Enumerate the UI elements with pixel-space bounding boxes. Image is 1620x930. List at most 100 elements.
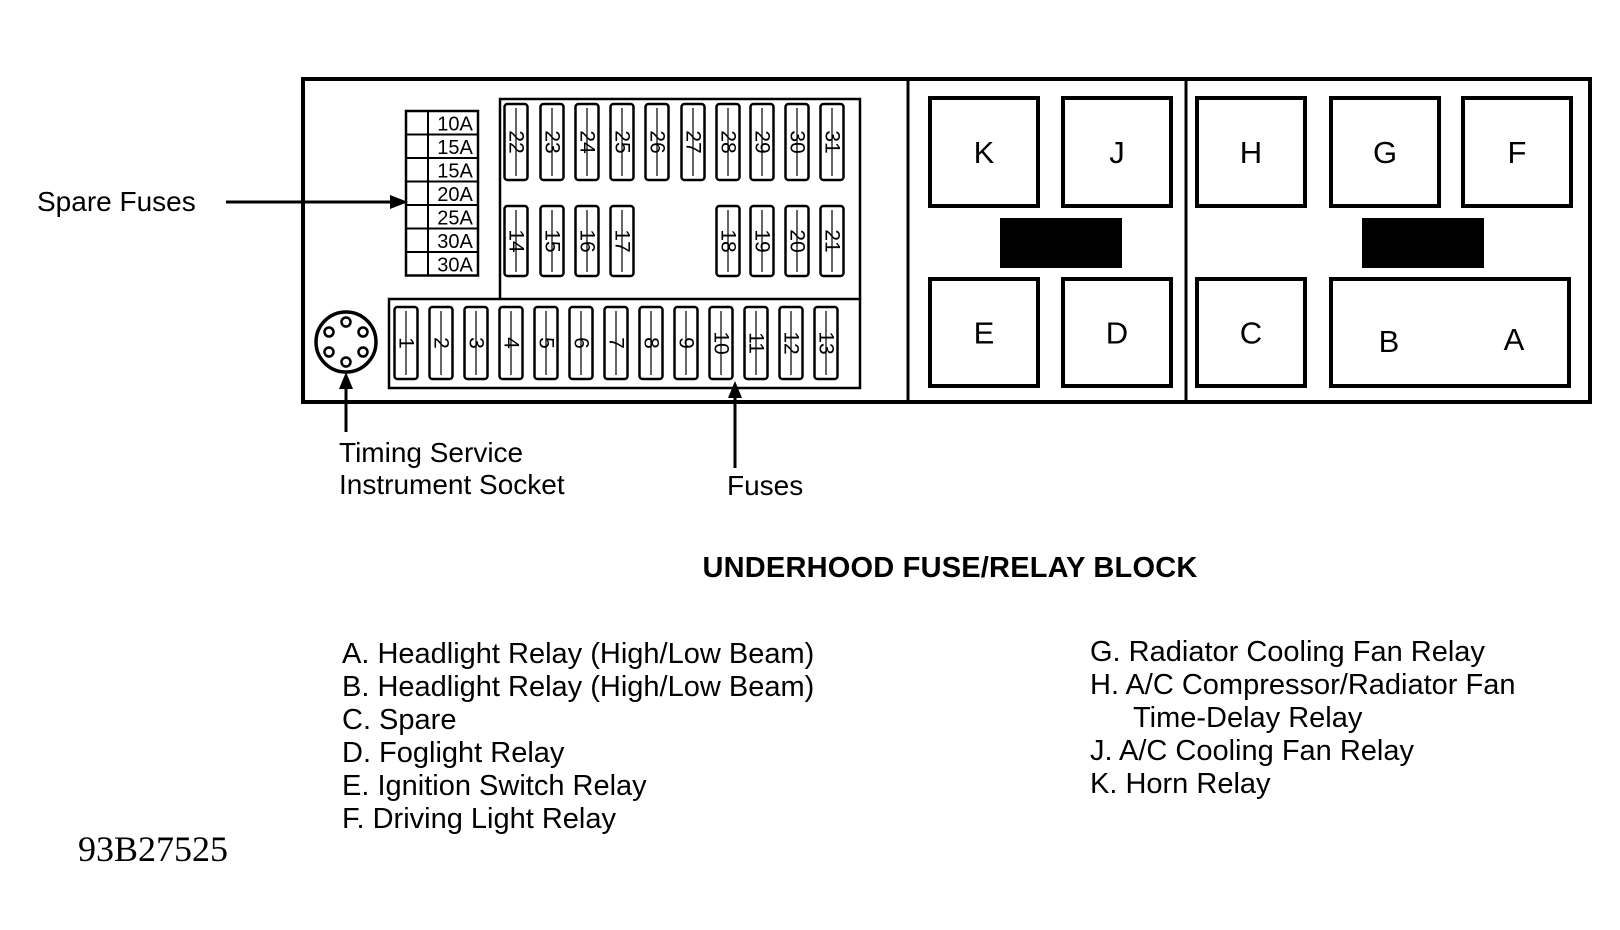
fuse-24: 24 [574,102,600,182]
fuse-number: 12 [780,331,803,354]
legend-item-f: F. Driving Light Relay [342,803,616,835]
fuse-19: 19 [749,204,775,278]
fuse-number: 8 [640,337,663,349]
spare-rack-outline [404,109,480,277]
upper-fuse-panel-outline [498,97,862,299]
fuse-11: 11 [743,305,769,381]
spare-fuse-rating: 20A [437,184,473,206]
fuse-18: 18 [715,204,741,278]
relay-label: B [1379,324,1400,359]
fuse-13: 13 [813,305,839,381]
fuse-number: 30 [786,130,809,153]
fuse-9: 9 [673,305,699,381]
legend-item-c: C. Spare [342,704,457,736]
spare-fuses-arrow [226,195,408,209]
relay-label: A [1504,322,1525,357]
spare-fuse-rating: 15A [437,161,473,183]
legend-item-b: B. Headlight Relay (High/Low Beam) [342,671,815,703]
timing-socket-icon [314,310,378,374]
fuse-5: 5 [533,305,559,381]
fuse-number: 16 [576,229,599,252]
fuse-number: 1 [395,337,418,349]
legend-item-h-cont: Time-Delay Relay [1133,702,1363,734]
fuse-number: 23 [541,130,564,153]
fuse-22: 22 [503,102,529,182]
fuse-12: 12 [778,305,804,381]
fuse-21: 21 [819,204,845,278]
fuse-number: 10 [710,331,733,354]
fuse-1: 1 [393,305,419,381]
legend-item-k: K. Horn Relay [1090,768,1271,800]
fuse-30: 30 [784,102,810,182]
relay-label: F [1508,135,1527,170]
spare-fuse-rating: 10A [437,114,473,136]
fuses-label: Fuses [727,470,804,501]
fuse-10: 10 [708,305,734,381]
timing-socket-label-line1: Timing Service [339,437,524,468]
timing-socket-arrow [339,372,353,432]
fuse-number: 21 [821,229,844,252]
relay-J: J [1061,96,1173,208]
fuse-2: 2 [428,305,454,381]
fuse-number: 29 [751,130,774,153]
fuse-25: 25 [609,102,635,182]
fuse-7: 7 [603,305,629,381]
spare-fuse-rating: 25A [437,208,473,230]
spare-fuses-label: Spare Fuses [37,186,196,217]
fuse-number: 20 [786,229,809,252]
relay-label: H [1240,135,1262,170]
legend-item-g: G. Radiator Cooling Fan Relay [1090,636,1485,668]
fuse-number: 18 [717,229,740,252]
legend-item-j: J. A/C Cooling Fan Relay [1090,735,1414,767]
lower-fuse-panel-outline [387,297,862,390]
relay-F: F [1461,96,1573,208]
fuse-number: 4 [500,337,523,349]
figure-id: 93B27525 [78,829,229,869]
fuse-16: 16 [574,204,600,278]
legend-item-e: E. Ignition Switch Relay [342,770,647,802]
fuse-31: 31 [819,102,845,182]
fuse-29: 29 [749,102,775,182]
relay-label: E [974,316,995,351]
fuse-number: 24 [576,130,599,154]
spare-fuse-rating: 30A [437,255,473,277]
relay-G: G [1329,96,1441,208]
diagram-title: UNDERHOOD FUSE/RELAY BLOCK [702,552,1198,584]
relay-label: G [1373,135,1397,170]
fuse-number: 5 [535,337,558,349]
fuse-number: 6 [570,337,593,349]
block-outline [301,77,1592,404]
fuse-number: 17 [611,229,634,252]
fuse-15: 15 [539,204,565,278]
fuse-number: 27 [682,130,705,153]
fuse-4: 4 [498,305,524,381]
fuse-8: 8 [638,305,664,381]
relay-C: C [1195,277,1307,388]
fuse-23: 23 [539,102,565,182]
fuse-number: 2 [430,337,453,349]
relay-label: J [1109,135,1125,170]
timing-socket-label-line2: Instrument Socket [339,469,565,500]
relay-E: E [928,277,1040,388]
legend-item-a: A. Headlight Relay (High/Low Beam) [342,638,815,670]
fuse-number: 15 [541,229,564,252]
fuse-number: 14 [505,229,528,253]
spare-fuse-rating: 15A [437,137,473,159]
fuse-26: 26 [644,102,670,182]
legend-item-d: D. Foglight Relay [342,737,565,769]
fuse-3: 3 [463,305,489,381]
relay-connector-right [1362,218,1484,268]
relay-connector-left [1000,218,1122,268]
fuse-number: 28 [717,130,740,153]
fuse-14: 14 [503,204,529,278]
fuse-17: 17 [609,204,635,278]
fuse-28: 28 [715,102,741,182]
fuse-number: 11 [745,332,768,354]
fuse-number: 3 [465,337,488,349]
spare-fuse-rating: 30A [437,231,473,253]
fuse-number: 25 [611,130,634,153]
